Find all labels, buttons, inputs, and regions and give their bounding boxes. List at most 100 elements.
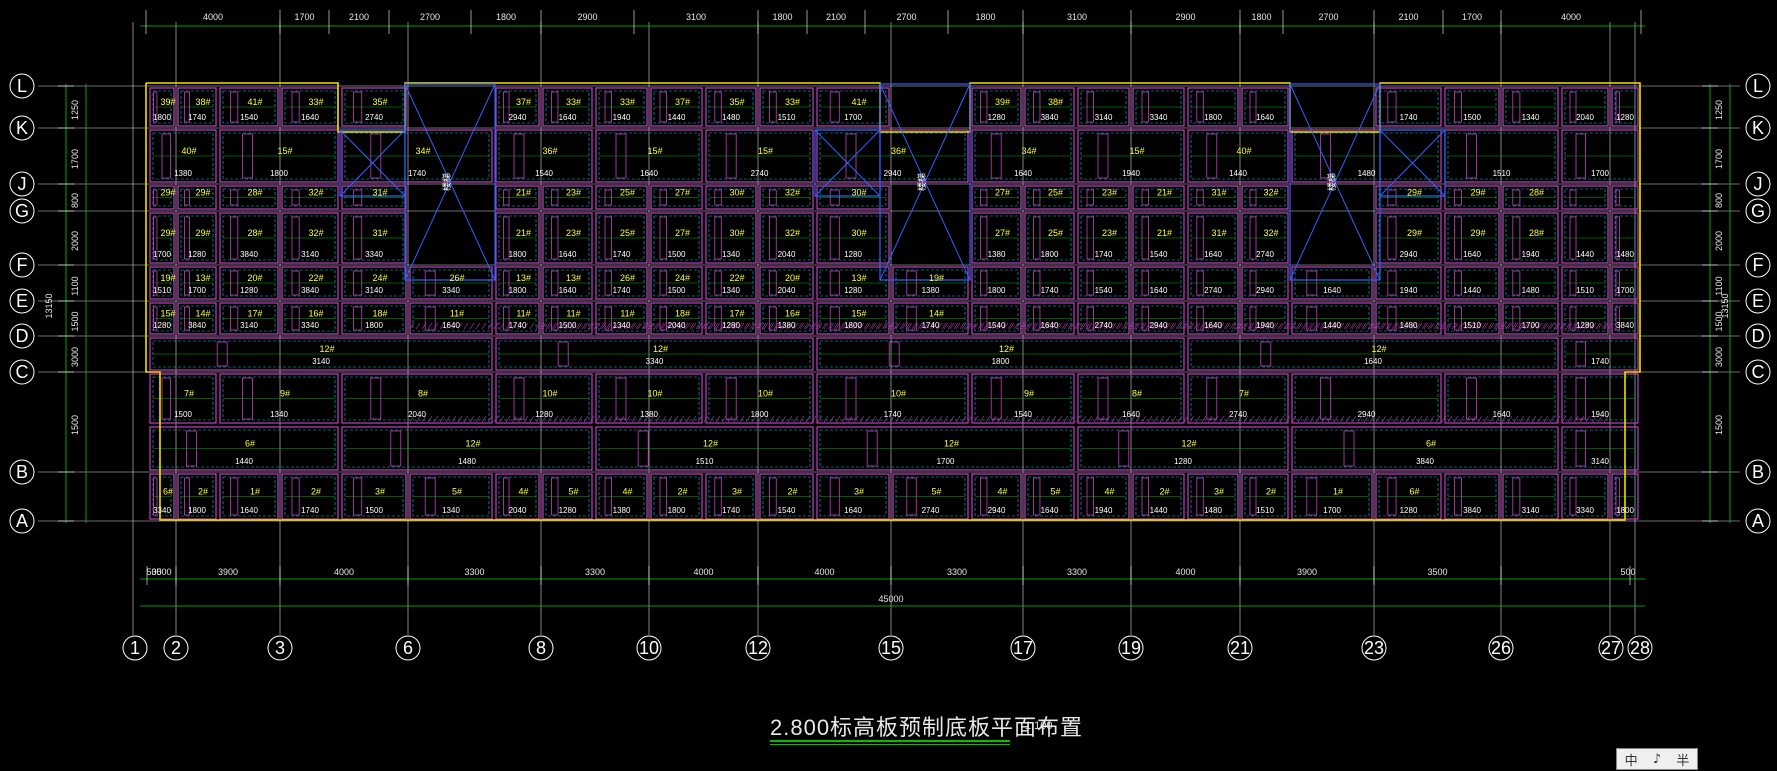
slab-joint-hatch: [229, 306, 239, 331]
joint-hatch-line: [1333, 415, 1339, 423]
slab-joint-hatch: [183, 189, 190, 206]
slab-panel-border: [1375, 87, 1442, 127]
slab-id-label: 19#: [929, 273, 944, 283]
joint-hatch-line: [1195, 415, 1201, 423]
joint-hatch-line: [1525, 322, 1531, 330]
slab-joint-hatch: [1454, 91, 1462, 123]
slab-joint-hatch: [1086, 189, 1094, 206]
joint-hatch-line: [1103, 322, 1109, 330]
slab-panel-border: [1611, 185, 1639, 210]
joint-hatch-line: [1523, 322, 1529, 330]
joint-hatch-line: [997, 415, 1003, 423]
slab-id-label: 4#: [518, 487, 528, 497]
joint-hatch-line: [857, 322, 863, 330]
slab-id-label: 32#: [785, 228, 800, 238]
joint-hatch-line: [439, 415, 445, 423]
joint-hatch-line: [625, 415, 631, 423]
joint-hatch-line: [1373, 322, 1379, 330]
slab-id-label: 7#: [1239, 389, 1249, 399]
slab-width-label: 1800: [153, 113, 171, 122]
top-dimension-value: 2900: [1175, 12, 1195, 22]
slab-joint-hatch: [1615, 216, 1620, 260]
slab-panel-border: [149, 87, 175, 127]
slab-panel-border: [759, 185, 814, 210]
slab-id-label: 16#: [785, 309, 800, 319]
slab-id-label: 27#: [675, 188, 690, 198]
slab-id-label: 38#: [195, 97, 210, 107]
slab-joint-hatch: [1387, 189, 1397, 206]
joint-hatch-line: [781, 322, 787, 330]
slab-panel-border: [219, 212, 279, 264]
ime-halfwidth-icon[interactable]: 半: [1676, 753, 1690, 769]
slab-id-label: 15#: [160, 309, 175, 319]
ime-mode-icon[interactable]: 中: [1624, 753, 1638, 769]
joint-hatch-line: [1543, 415, 1549, 423]
slab-width-label: 1510: [1493, 169, 1511, 178]
ime-status-widget[interactable]: 中 ♪ 半: [1616, 748, 1698, 770]
joint-hatch-line: [715, 415, 721, 423]
joint-hatch-line: [1411, 322, 1417, 330]
slab-width-label: 1700: [1323, 506, 1341, 515]
axis-label-L: L: [1753, 76, 1763, 96]
slab-id-label: 8#: [1132, 389, 1142, 399]
slab-id-label: 3#: [854, 487, 864, 497]
joint-hatch-line: [1507, 322, 1513, 330]
joint-hatch-line: [671, 322, 677, 330]
axis-bubble: [9, 171, 35, 197]
slab-joint-hatch: [424, 270, 436, 296]
joint-hatch-line: [583, 415, 589, 423]
slab-joint-hatch: [1097, 133, 1109, 179]
slab-joint-hatch: [1512, 270, 1521, 296]
joint-hatch-line: [1535, 322, 1541, 330]
slab-width-label: 1800: [365, 321, 383, 330]
slab-joint-hatch: [1454, 216, 1462, 260]
slab-id-label: 32#: [308, 188, 323, 198]
joint-hatch-line: [733, 415, 739, 423]
joint-hatch-line: [727, 322, 733, 330]
slab-joint-hatch: [1249, 306, 1257, 331]
axis-label-A: A: [1752, 511, 1764, 531]
top-dimension-value: 1800: [496, 12, 516, 22]
slab-width-label: 1940: [613, 113, 631, 122]
joint-hatch-line: [1211, 322, 1217, 330]
slab-width-label: 1640: [1204, 250, 1222, 259]
slab-joint-hatch: [1033, 189, 1041, 206]
joint-hatch-line: [859, 415, 865, 423]
slab-panel-border: [1077, 129, 1185, 183]
joint-hatch-line: [1027, 322, 1033, 330]
slab-panel-border: [1077, 212, 1130, 264]
joint-hatch-line: [779, 322, 785, 330]
joint-hatch-line: [1099, 415, 1105, 423]
slab-panel-border: [1291, 373, 1442, 424]
slab-id-label: 1#: [250, 487, 260, 497]
joint-hatch-line: [1273, 415, 1279, 423]
joint-hatch-line: [1097, 322, 1103, 330]
slab-joint-hatch: [1615, 270, 1620, 296]
joint-hatch-line: [1601, 322, 1607, 330]
slab-width-label: 1280: [188, 250, 206, 259]
joint-hatch-line: [1057, 415, 1063, 423]
slab-joint-hatch: [1086, 270, 1094, 296]
joint-hatch-line: [1069, 322, 1075, 330]
joint-hatch-line: [1597, 415, 1603, 423]
slab-id-label: 32#: [785, 188, 800, 198]
slab-panel-border: [177, 266, 217, 300]
slab-panel-border: [1611, 302, 1639, 335]
slab-width-label: 3340: [442, 286, 460, 295]
slab-panel-border: [705, 373, 814, 424]
shaft-cross: [339, 129, 406, 197]
shaft-cross: [879, 83, 971, 281]
slab-joint-hatch: [1343, 430, 1355, 467]
slab-width-label: 1500: [174, 410, 192, 419]
slab-panel-border: [595, 426, 814, 471]
slab-panel-border: [971, 373, 1075, 424]
ime-moon-icon[interactable]: ♪: [1652, 751, 1662, 767]
joint-hatch-line: [1153, 415, 1159, 423]
joint-hatch-line: [1291, 322, 1297, 330]
joint-hatch-line: [1243, 322, 1249, 330]
axis-bubble: [122, 635, 148, 661]
top-dimension-value: 3100: [1067, 12, 1087, 22]
slab-id-label: 24#: [372, 273, 387, 283]
joint-hatch-line: [787, 415, 793, 423]
slab-panel-border: [595, 129, 703, 183]
